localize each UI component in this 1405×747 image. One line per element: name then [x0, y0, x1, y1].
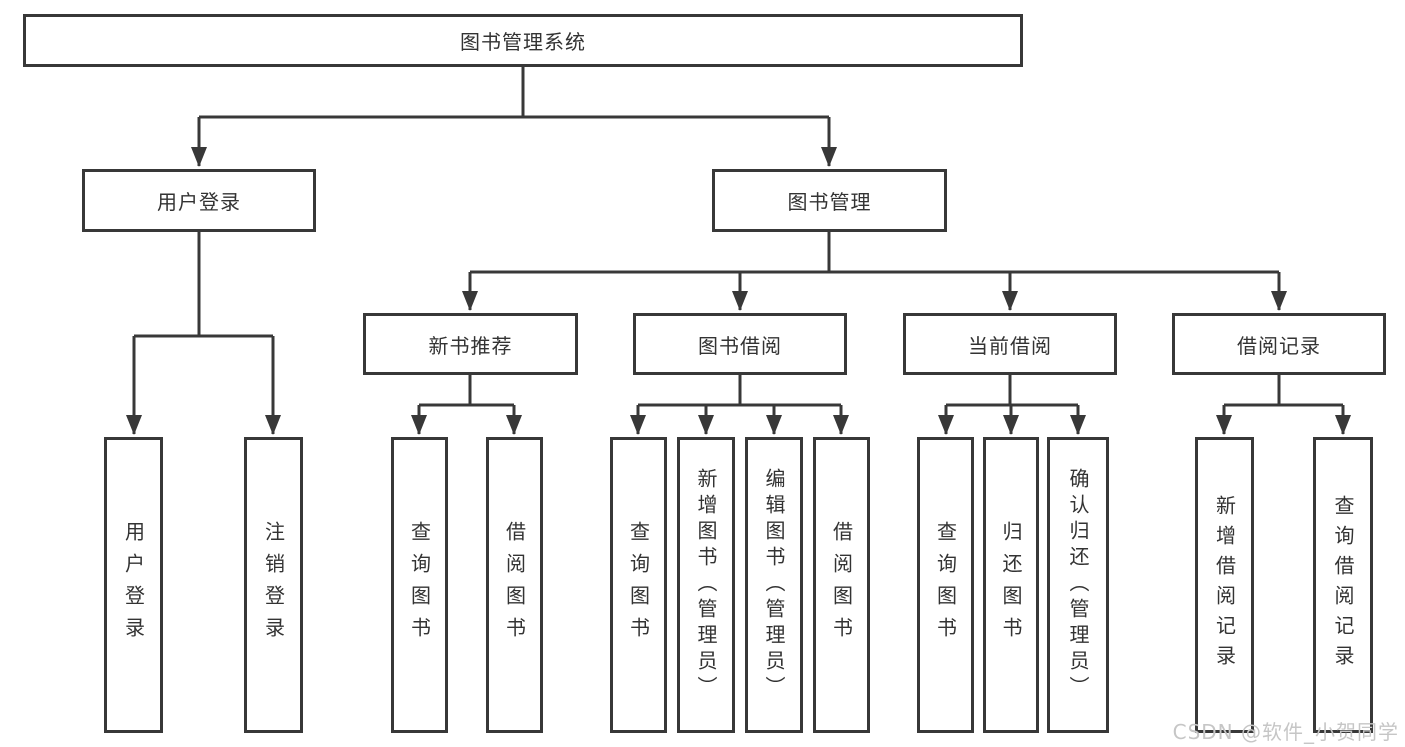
- leaf-cb-confirm-return-admin: 确认归还（管理员）: [1047, 437, 1109, 733]
- csdn-watermark: CSDN @软件_小贺同学: [1172, 720, 1399, 744]
- edges-book-borrow: [630, 375, 849, 435]
- leaf-nbr-borrow-book: 借阅图书: [486, 437, 543, 733]
- leaf-logout: 注销登录: [244, 437, 303, 733]
- leaf-br-add-record: 新增借阅记录: [1195, 437, 1254, 733]
- node-current-borrow: 当前借阅: [903, 313, 1117, 375]
- node-book-mgmt: 图书管理: [712, 169, 947, 232]
- leaf-bb-query-book: 查询图书: [610, 437, 667, 733]
- node-user-login: 用户登录: [82, 169, 316, 232]
- node-book-borrow: 图书借阅: [633, 313, 847, 375]
- leaf-user-login: 用户登录: [104, 437, 163, 733]
- leaf-cb-return-book: 归还图书: [983, 437, 1039, 733]
- leaf-bb-edit-book-admin: 编辑图书（管理员）: [745, 437, 803, 733]
- node-new-book-rec: 新书推荐: [363, 313, 578, 375]
- leaf-br-query-record: 查询借阅记录: [1313, 437, 1373, 733]
- leaf-cb-query-book: 查询图书: [917, 437, 974, 733]
- leaf-bb-add-book-admin: 新增图书（管理员）: [677, 437, 735, 733]
- node-library-system: 图书管理系统: [23, 14, 1023, 67]
- edges-root: [191, 67, 837, 167]
- edges-current-borrow: [938, 375, 1086, 435]
- edges-book-mgmt: [462, 232, 1287, 311]
- leaf-bb-borrow-book: 借阅图书: [813, 437, 870, 733]
- node-borrow-record: 借阅记录: [1172, 313, 1386, 375]
- leaf-nbr-query-book: 查询图书: [391, 437, 448, 733]
- edges-user-login: [126, 232, 281, 435]
- edges-new-book-rec: [411, 375, 522, 435]
- edges-borrow-record: [1216, 375, 1351, 435]
